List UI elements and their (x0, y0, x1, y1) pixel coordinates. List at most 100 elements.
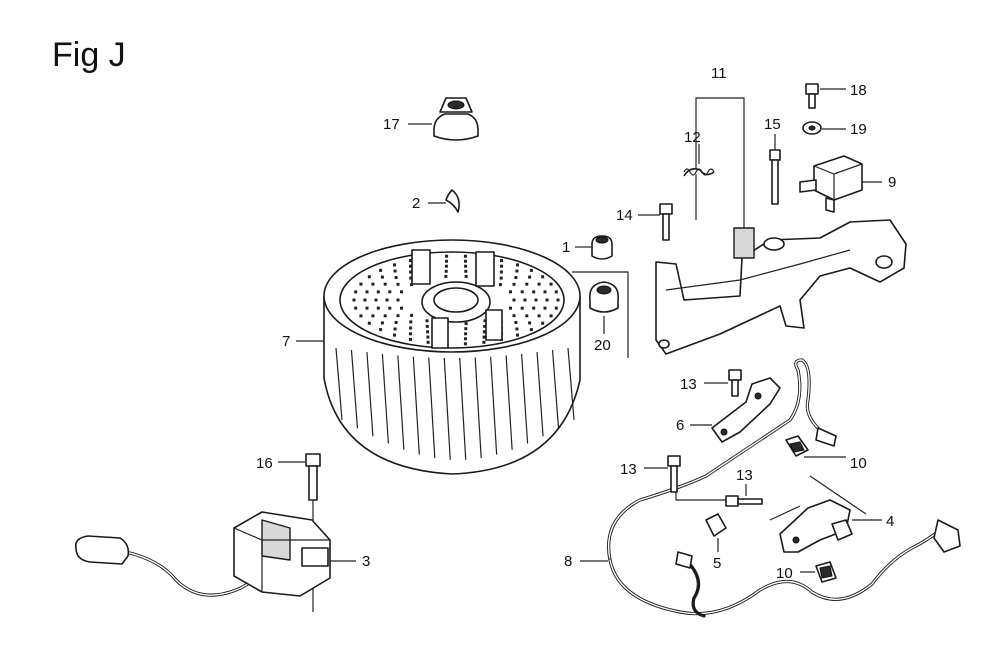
part-20-grommet[interactable] (588, 281, 620, 313)
flywheel-fin (536, 352, 544, 437)
flywheel-hole (379, 268, 383, 272)
callout-11: 11 (711, 65, 727, 82)
flywheel-hole (499, 276, 503, 280)
part-1-grommet[interactable] (591, 235, 613, 260)
flywheel-hole (463, 254, 467, 258)
flywheel-hole (529, 328, 533, 332)
flywheel-fin (366, 352, 374, 437)
flywheel-hole (393, 269, 397, 273)
flywheel-hole (383, 282, 387, 286)
part-6-stop-plate[interactable] (711, 377, 781, 443)
flywheel-hole (554, 306, 558, 310)
flywheel-hole (525, 282, 529, 286)
flywheel-hole (396, 314, 400, 318)
flywheel-hole (380, 321, 384, 325)
flywheel-hole (359, 282, 363, 286)
part-5-clip[interactable] (705, 513, 727, 537)
flywheel-hole (394, 276, 398, 279)
flywheel-hole (385, 298, 389, 302)
flywheel-hole (532, 306, 536, 310)
flywheel-hole (352, 298, 356, 302)
part-14-bolt[interactable] (659, 203, 673, 241)
part-10-terminal-upper[interactable] (785, 435, 809, 457)
flywheel-hole (483, 324, 487, 328)
part-4-stop-switch[interactable] (779, 499, 853, 553)
flywheel-fin (381, 353, 389, 444)
flywheel-fin (443, 357, 451, 460)
flywheel-hole (554, 290, 558, 294)
flywheel-hole (463, 342, 467, 346)
flywheel-hole (388, 306, 392, 310)
part-16-bolt[interactable] (305, 453, 321, 501)
flywheel-hole (409, 259, 412, 263)
flywheel-hole (445, 254, 449, 258)
callout-10-upper: 10 (850, 455, 867, 472)
flywheel-hole (556, 298, 560, 302)
flywheel-hole (425, 319, 429, 323)
part-18-bolt[interactable] (805, 83, 819, 109)
callout-7: 7 (282, 333, 290, 350)
flywheel-fin (459, 357, 467, 460)
flywheel-hole (409, 264, 412, 268)
flywheel-hole (379, 328, 383, 332)
part-11-control-bracket[interactable] (655, 219, 907, 355)
flywheel-hole (388, 290, 392, 294)
flywheel-hole (464, 332, 468, 336)
callout-2: 2 (412, 195, 420, 212)
part-13-bolt-upper[interactable] (728, 369, 742, 397)
callout-9: 9 (888, 174, 896, 191)
flywheel-hole (393, 263, 396, 267)
flywheel-hole (482, 330, 486, 334)
flywheel-hole (534, 298, 538, 302)
flywheel-hole (409, 332, 412, 336)
callout-20: 20 (594, 337, 611, 354)
flywheel-fin (490, 356, 498, 455)
callout-1: 1 (562, 239, 570, 256)
flywheel-hole (363, 298, 367, 302)
part-17-flange-nut[interactable] (433, 97, 479, 141)
flywheel-hole (543, 306, 547, 310)
flywheel-hole (464, 322, 468, 326)
flywheel-hole (532, 290, 536, 294)
flywheel-hole (376, 290, 380, 294)
part-7-flywheel[interactable] (323, 239, 581, 475)
flywheel-fin (521, 353, 529, 444)
flywheel-fin (350, 350, 359, 429)
flywheel-hole (528, 321, 532, 325)
flywheel-fin (397, 355, 405, 450)
flywheel-hole (444, 269, 448, 273)
flywheel-hole (520, 306, 524, 310)
part-8-wire-harness[interactable] (607, 358, 961, 618)
flywheel-hole (444, 274, 448, 278)
flywheel-hole (409, 270, 413, 274)
flywheel-hole (498, 283, 502, 287)
flywheel-hole (537, 282, 541, 286)
part-3-ignition-coil[interactable] (74, 511, 331, 597)
flywheel-hole (464, 264, 468, 268)
flywheel-hole (367, 321, 371, 325)
part-9-ignition-switch[interactable] (799, 155, 863, 213)
flywheel-hole (371, 282, 375, 286)
callout-14: 14 (616, 207, 633, 224)
part-10-terminal-lower[interactable] (815, 561, 837, 583)
flywheel-hole (514, 321, 518, 324)
flywheel-hole (523, 298, 527, 302)
flywheel-fin (474, 357, 482, 459)
flywheel-hole (541, 275, 545, 279)
callout-4: 4 (886, 513, 894, 530)
flywheel-hole (374, 298, 378, 302)
flywheel-hole (499, 270, 503, 274)
flywheel-hole (483, 319, 487, 323)
part-13-bolt-middle[interactable] (667, 455, 681, 493)
flywheel-hole (525, 314, 529, 318)
flywheel-hole (543, 290, 547, 294)
flywheel-hole (396, 298, 400, 302)
part-12-spring[interactable] (683, 168, 715, 177)
part-13-bolt-lower[interactable] (725, 495, 763, 507)
part-15-bolt[interactable] (769, 149, 781, 205)
part-2-key[interactable] (445, 189, 460, 213)
flywheel-hole (400, 290, 403, 294)
flywheel-fin (567, 347, 575, 421)
part-19-washer[interactable] (802, 121, 822, 135)
